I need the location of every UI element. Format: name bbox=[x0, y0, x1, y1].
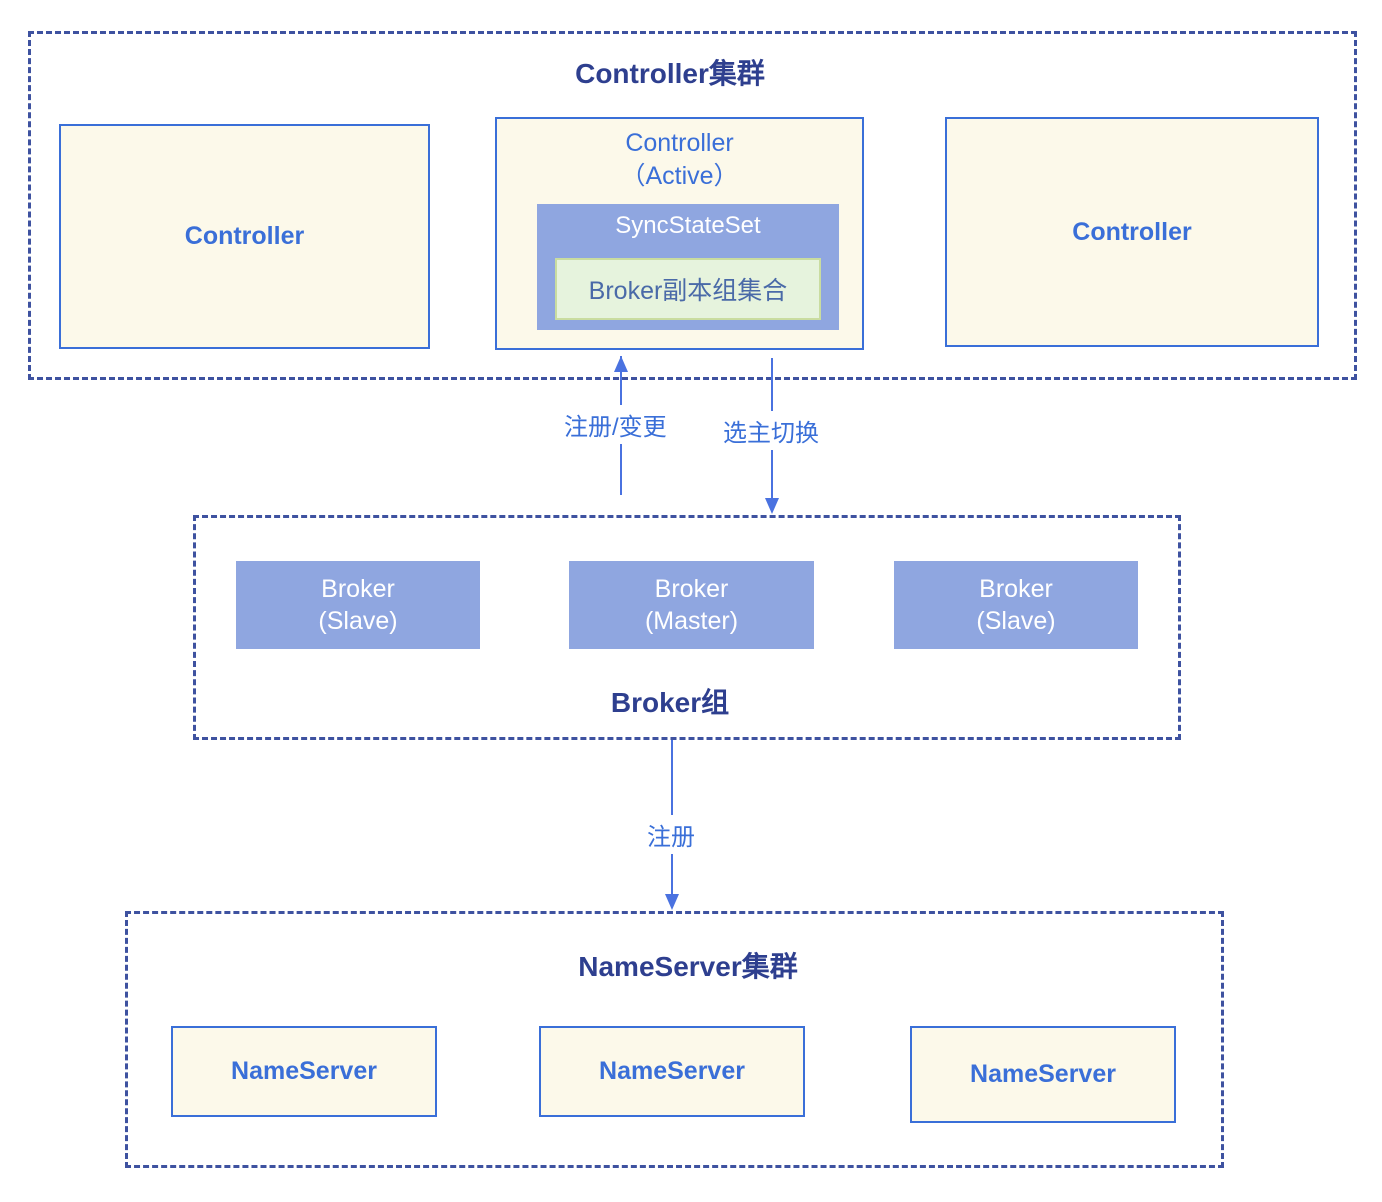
controller-node-left-label: Controller bbox=[184, 222, 305, 250]
controller-node-active: Controller （Active） SyncStateSet Broker副… bbox=[495, 117, 864, 350]
syncstateset-box: SyncStateSet Broker副本组集合 bbox=[537, 204, 839, 330]
broker-group bbox=[193, 515, 1181, 740]
controller-node-right: Controller bbox=[945, 117, 1319, 347]
nameserver-cluster-title: NameServer集群 bbox=[578, 951, 798, 982]
controller-cluster-group bbox=[28, 31, 1357, 380]
register-change-arrowhead bbox=[614, 356, 628, 372]
syncstateset-label: SyncStateSet bbox=[615, 212, 761, 239]
register-change-label: 注册/变更 bbox=[560, 405, 671, 444]
controller-active-title: Controller （Active） bbox=[497, 127, 862, 193]
broker-slave-left: Broker (Slave) bbox=[236, 561, 480, 649]
broker-replica-set-box: Broker副本组集合 bbox=[555, 258, 821, 320]
nameserver-node-3: NameServer bbox=[910, 1026, 1176, 1123]
broker-group-title: Broker组 bbox=[610, 687, 730, 718]
elect-switch-label: 选主切换 bbox=[719, 411, 823, 450]
controller-node-right-label: Controller bbox=[1072, 217, 1192, 246]
broker-master-name: Broker bbox=[654, 575, 729, 603]
broker-slave-right: Broker (Slave) bbox=[894, 561, 1138, 649]
controller-active-title-line2: （Active） bbox=[620, 162, 739, 190]
nameserver-node-2-label: NameServer bbox=[599, 1057, 745, 1085]
elect-switch-arrowhead bbox=[765, 498, 779, 514]
broker-master: Broker (Master) bbox=[569, 561, 814, 649]
broker-slave-right-name: Broker bbox=[979, 575, 1053, 603]
broker-slave-left-role: (Slave) bbox=[318, 607, 398, 635]
nameserver-node-1: NameServer bbox=[171, 1026, 437, 1117]
controller-active-title-line1: Controller bbox=[625, 129, 734, 157]
nameserver-cluster-group bbox=[125, 911, 1224, 1168]
broker-master-role: (Master) bbox=[644, 607, 739, 635]
nameserver-node-1-label: NameServer bbox=[231, 1057, 377, 1085]
controller-node-left: Controller bbox=[59, 124, 430, 349]
nameserver-node-3-label: NameServer bbox=[970, 1060, 1116, 1088]
controller-cluster-title: Controller集群 bbox=[575, 58, 765, 89]
broker-slave-right-role: (Slave) bbox=[976, 607, 1056, 635]
nameserver-node-2: NameServer bbox=[539, 1026, 805, 1117]
register-label: 注册 bbox=[643, 815, 699, 854]
broker-slave-left-name: Broker bbox=[321, 575, 395, 603]
register-arrowhead bbox=[665, 894, 679, 910]
